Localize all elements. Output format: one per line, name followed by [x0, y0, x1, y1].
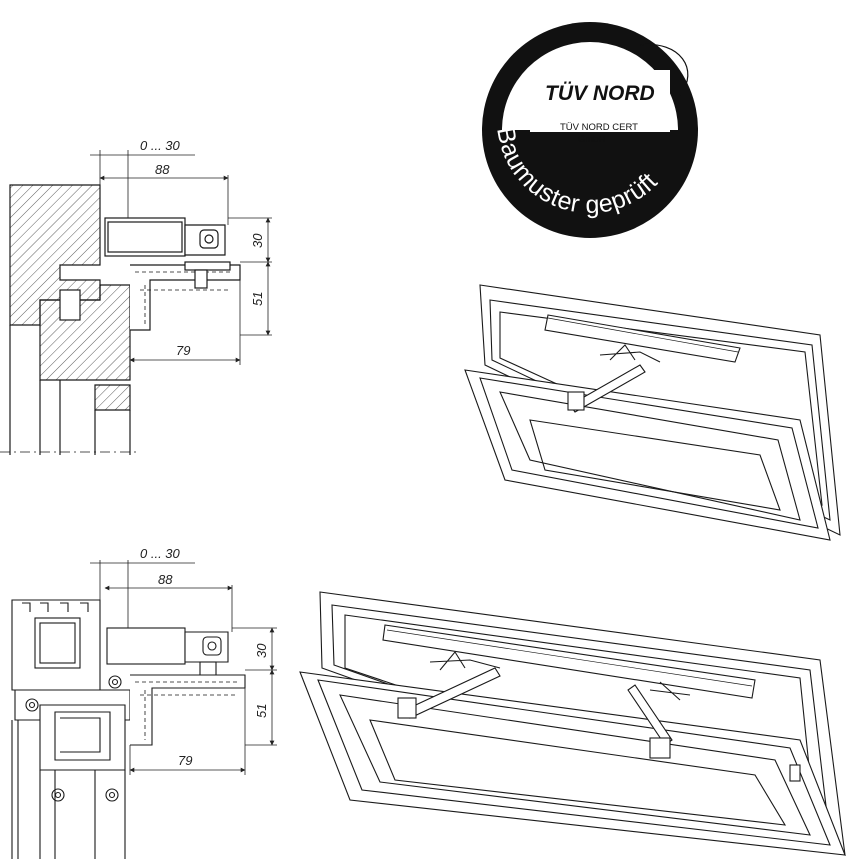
- top-dim-height-lower-label: 51: [250, 292, 265, 306]
- bottom-dim-height-lower-label: 51: [254, 704, 269, 718]
- top-dim-depth-label: 79: [176, 343, 190, 358]
- top-dim-height-upper-label: 30: [250, 233, 265, 248]
- seal-issuer-line1: TÜV NORD CERT: [560, 122, 638, 133]
- bottom-dimension-lines: [90, 560, 277, 775]
- seal-issuer-line2: GmbH: [578, 134, 606, 145]
- bottom-dim-depth-label: 79: [178, 753, 192, 768]
- tuv-nord-certification-seal: TÜV NORD TÜV NORD CERT GmbH Baumuster ge…: [482, 22, 698, 238]
- pvc-window-section-drawing: [11, 599, 246, 859]
- bottom-dim-offset-label: 0 ... 30: [140, 546, 181, 561]
- bottom-dim-height-upper-label: 30: [254, 643, 269, 658]
- window-perspective-small: [464, 284, 841, 541]
- window-perspective-wide: [299, 591, 846, 856]
- top-dimension-lines: [90, 150, 272, 365]
- seal-brand-text: TÜV NORD: [545, 82, 655, 105]
- wood-window-section-drawing: [0, 184, 241, 455]
- top-dim-offset-label: 0 ... 30: [140, 138, 181, 153]
- bottom-dim-width-label: 88: [158, 572, 173, 587]
- top-dim-width-label: 88: [155, 162, 170, 177]
